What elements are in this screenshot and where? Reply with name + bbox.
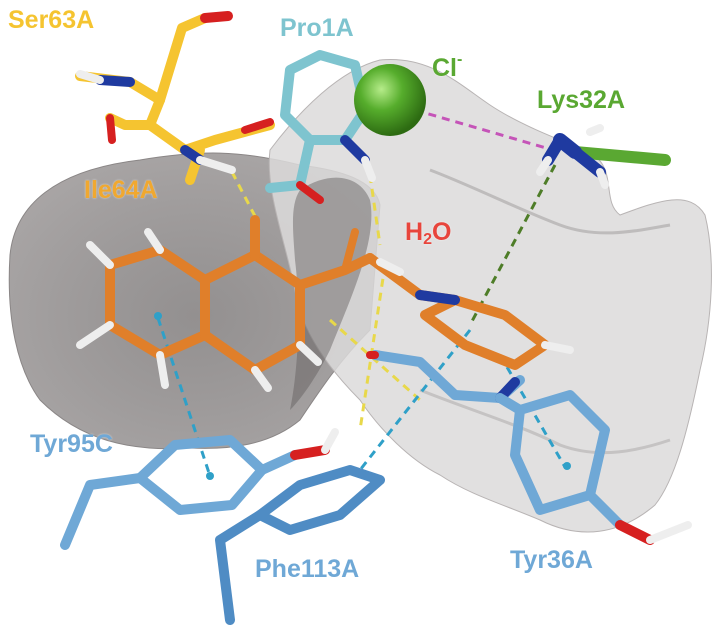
pi-stack-ligand-tyr36 (498, 354, 567, 468)
label-ile64a: Ile64A (84, 176, 158, 204)
salt-bridge-cl-lys (414, 108, 561, 154)
residue-lys32a (536, 124, 671, 189)
residue-tyr95c (60, 428, 339, 550)
label-chloride: Cl- (432, 52, 462, 81)
centroid-tyr36a-ring (563, 462, 571, 470)
residue-ser63a-ile64a (75, 11, 275, 185)
surface-rim-lower (419, 388, 671, 455)
hbond-ile64-ligand (230, 171, 260, 223)
label-water-sub: 2 (423, 231, 432, 248)
cation-pi-lys-ligand (468, 164, 557, 326)
centroid-tyr95c-ring (206, 472, 214, 480)
residue-phe113a (215, 465, 385, 625)
label-ser63a: Ser63A (8, 6, 95, 34)
label-water: H2O (405, 220, 451, 248)
centroid-ligand-ring (154, 312, 162, 320)
label-lys32a: Lys32A (537, 86, 626, 114)
label-phe113a: Phe113A (255, 555, 360, 583)
hbond-pro1-water (368, 174, 382, 246)
chloride-ion (354, 64, 426, 136)
label-chloride-charge: - (457, 51, 463, 68)
ligand (76, 215, 574, 392)
residue-tyr36a (366, 350, 692, 545)
label-tyr36a: Tyr36A (510, 546, 593, 574)
pi-stack-ligand-phe113 (358, 329, 472, 471)
label-water-h: H (405, 218, 424, 246)
label-pro1a: Pro1A (280, 14, 354, 42)
label-chloride-symbol: Cl (432, 54, 457, 82)
ring-centroids (154, 312, 571, 480)
interactions (156, 108, 567, 477)
surface-rim-right (429, 168, 671, 235)
label-tyr95c: Tyr95C (30, 430, 113, 458)
label-water-o: O (431, 218, 452, 246)
residue-pro1a (265, 50, 376, 204)
